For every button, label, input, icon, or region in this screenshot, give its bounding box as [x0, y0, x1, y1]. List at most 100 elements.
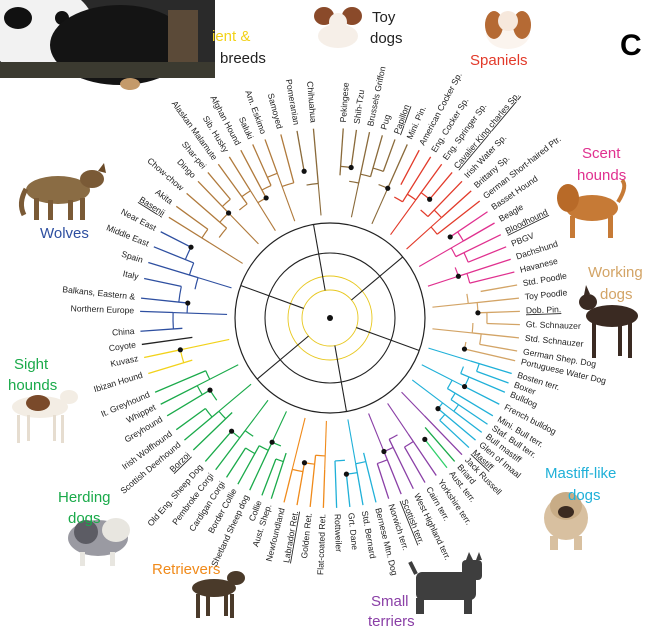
bootstrap-node [302, 460, 307, 465]
branch [472, 333, 519, 338]
branch [142, 337, 193, 344]
clade-arc [407, 194, 415, 200]
clade-arc [480, 334, 481, 345]
branch [216, 431, 245, 470]
branch [440, 420, 469, 447]
clade-arc [458, 232, 464, 241]
stem [372, 188, 388, 224]
branch [281, 134, 294, 182]
branch [478, 311, 520, 312]
branch [140, 328, 182, 331]
retriever-image [192, 571, 245, 618]
breed-label: Grt. Dane [346, 512, 360, 550]
panda-photo [0, 0, 215, 85]
bootstrap-node [462, 384, 467, 389]
phylogenetic-tree [140, 128, 520, 507]
panel-label: C [620, 29, 642, 62]
stem [432, 329, 472, 333]
stem [428, 276, 458, 286]
branch [310, 455, 315, 507]
group-label-small-terriers: Small terriers [368, 593, 415, 628]
branch [250, 442, 272, 490]
branch [265, 139, 277, 173]
clade-arc [349, 181, 358, 183]
clade-arc [451, 393, 455, 399]
basenji-image-partial [120, 78, 140, 90]
clade-arc [179, 286, 181, 302]
breed-label: Pekingese [338, 82, 351, 123]
branch [383, 139, 395, 171]
stem [245, 400, 268, 430]
svg-text:dogs: dogs [68, 510, 101, 527]
stem [272, 411, 286, 442]
bootstrap-node [188, 245, 193, 250]
clade-arc [239, 204, 247, 210]
branch [451, 400, 487, 425]
root-node [327, 315, 333, 321]
bootstrap-node [462, 346, 467, 351]
clade-arc [389, 435, 397, 439]
clade-arc [259, 446, 268, 451]
clade-arc [335, 460, 345, 461]
branch [468, 298, 519, 303]
clade-arc [464, 253, 468, 263]
core-branch [335, 346, 347, 412]
branch [241, 150, 266, 198]
branch [458, 259, 510, 276]
breed-label: Pug [379, 113, 393, 131]
bootstrap-node [456, 274, 461, 279]
breed-label: Golden Ret. [299, 512, 314, 559]
clade-arc [205, 409, 212, 417]
bootstrap-node [264, 195, 269, 200]
branch [463, 223, 494, 241]
clade-arc [461, 367, 464, 374]
branch [144, 278, 181, 286]
breed-label: Shih-Tzu [352, 89, 367, 125]
branch [468, 247, 506, 262]
clade-arc [189, 263, 193, 275]
bootstrap-node [226, 210, 231, 215]
svg-text:hounds: hounds [577, 167, 626, 184]
bootstrap-node [349, 165, 354, 170]
stem [388, 403, 409, 434]
clade-arc [377, 460, 387, 464]
stem [419, 241, 463, 267]
clade-arc [222, 199, 230, 206]
breed-label: China [112, 326, 135, 338]
sight-hound-image [12, 390, 78, 443]
clade-arc [219, 411, 226, 419]
branch [416, 164, 442, 200]
breed-label: Spain [120, 249, 144, 265]
clade-arc [282, 183, 294, 187]
scottish-terrier-image [410, 552, 482, 614]
clade-arc [245, 431, 253, 437]
core-branch [314, 224, 326, 290]
branch [464, 349, 515, 361]
branch [161, 232, 191, 247]
clade-arc [454, 405, 459, 412]
bootstrap-node [185, 300, 190, 305]
branch [408, 434, 436, 475]
stem [351, 183, 358, 217]
svg-text:Mastiff-like: Mastiff-like [545, 465, 616, 482]
svg-text:Herding: Herding [58, 489, 111, 506]
core-branch [351, 257, 402, 300]
svg-text:Toy: Toy [372, 9, 396, 26]
clade-arc [267, 173, 277, 177]
stem [229, 213, 259, 244]
branch [454, 411, 482, 432]
branch [481, 285, 517, 291]
breed-label: Chihuahua [305, 81, 319, 124]
stem [210, 243, 243, 264]
stem [180, 339, 229, 349]
stem [391, 200, 416, 235]
stem [197, 365, 238, 386]
clade-arc [405, 442, 414, 448]
svg-text:Scent: Scent [582, 145, 621, 162]
bootstrap-node [385, 186, 390, 191]
branch [284, 469, 292, 502]
group-label-wolves: Wolves [40, 225, 89, 242]
stem [412, 380, 454, 411]
breed-label: Rottweiler [333, 514, 344, 553]
